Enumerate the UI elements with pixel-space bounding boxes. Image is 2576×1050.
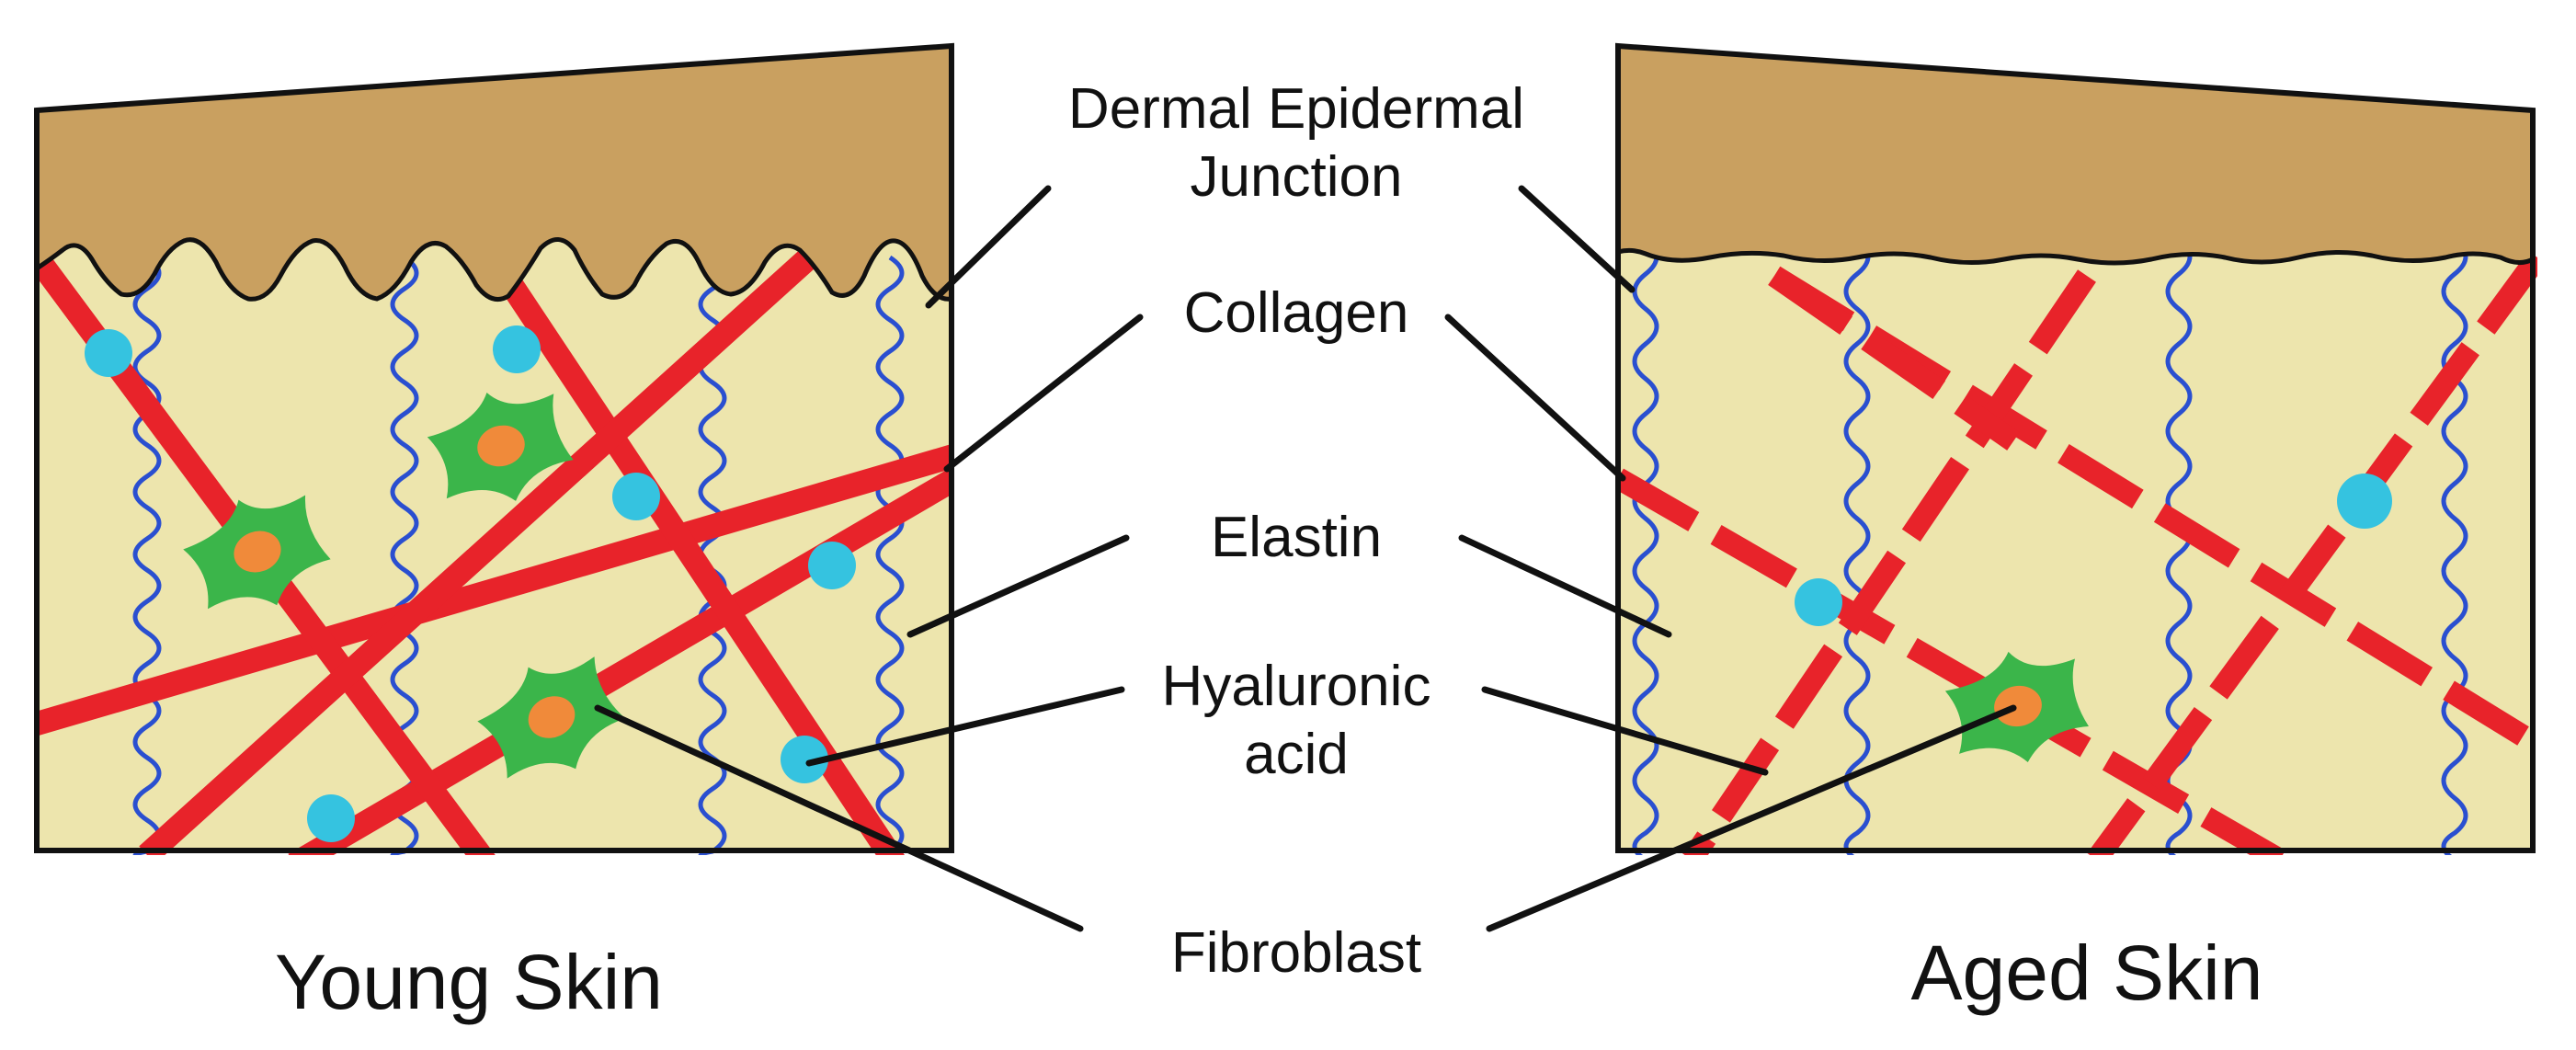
leader-line-ha-young [805, 686, 1125, 767]
elastin-fiber [2441, 237, 2468, 855]
leader-lines [594, 185, 2017, 932]
label-collagen: Collagen [1183, 281, 1409, 345]
aged-fibroblast-group [1944, 651, 2089, 763]
leader-line-ha-aged [1481, 686, 1769, 776]
aged-hyaluronic-acid-group [1795, 474, 2392, 626]
aged-epidermis [1615, 43, 2536, 266]
label-dej-line2: Junction [1190, 145, 1403, 209]
elastin-fiber [875, 255, 905, 855]
aged-collagen-fiber [1618, 468, 2285, 855]
young-fibroblast-group [183, 393, 626, 779]
leader-line-fibroblast-young [594, 704, 1084, 932]
leader-line-dej-aged [1518, 185, 1636, 293]
elastin-fiber [132, 255, 162, 855]
young-hyaluronic-acid-group [85, 325, 856, 842]
aged-collagen-fragments [1618, 250, 2537, 855]
fibroblast-cell [477, 656, 626, 779]
aged-collagen-fiber [2087, 250, 2537, 855]
fibroblast-cell [183, 495, 331, 610]
young-collagen-fiber [37, 443, 952, 736]
aged-collagen-fiber [1682, 269, 2096, 855]
hyaluronic-acid-molecule [307, 794, 355, 842]
elastin-fiber [1843, 237, 1871, 855]
label-dermal-epidermal-junction: Dermal Epidermal Junction [1020, 75, 1572, 211]
hyaluronic-acid-molecule [808, 542, 856, 589]
young-panel-outline [34, 42, 954, 853]
caption-young-skin: Young Skin [275, 939, 663, 1025]
hyaluronic-acid-molecule [85, 329, 132, 377]
fibroblast-cell [1944, 651, 2089, 763]
hyaluronic-acid-molecule [493, 325, 541, 373]
hyaluronic-acid-molecule [781, 736, 828, 783]
aged-skin-panel [1615, 42, 2537, 855]
leader-line-collagen-young [943, 314, 1144, 473]
leader-line-elastin-young [906, 534, 1130, 638]
fibroblast-cell [427, 393, 574, 501]
label-fibroblast: Fibroblast [1170, 921, 1422, 985]
label-ha-line1: Hyaluronic [1161, 655, 1431, 718]
aged-panel-outline [1615, 42, 2536, 853]
label-ha-line2: acid [1244, 723, 1349, 786]
young-collagen-fiber [139, 248, 817, 855]
caption-aged-skin: Aged Skin [1910, 930, 2263, 1016]
young-skin-panel [34, 42, 954, 855]
hyaluronic-acid-molecule [2337, 474, 2392, 529]
leader-line-elastin-aged [1458, 534, 1672, 638]
leader-line-collagen-aged [1444, 314, 1626, 482]
label-elastin: Elastin [1210, 506, 1383, 569]
young-collagen-fiber [288, 467, 952, 855]
hyaluronic-acid-molecule [1795, 578, 1842, 626]
aged-collagen-fiber [1768, 267, 2020, 451]
young-epidermis [34, 43, 954, 302]
leader-line-fibroblast-aged [1486, 704, 2017, 932]
label-hyaluronic-acid: Hyaluronic acid [1020, 653, 1572, 789]
leader-line-dej-young [925, 185, 1052, 309]
label-dej-line1: Dermal Epidermal [1067, 77, 1525, 141]
hyaluronic-acid-molecule [612, 473, 660, 520]
elastin-fiber [1632, 237, 1659, 855]
